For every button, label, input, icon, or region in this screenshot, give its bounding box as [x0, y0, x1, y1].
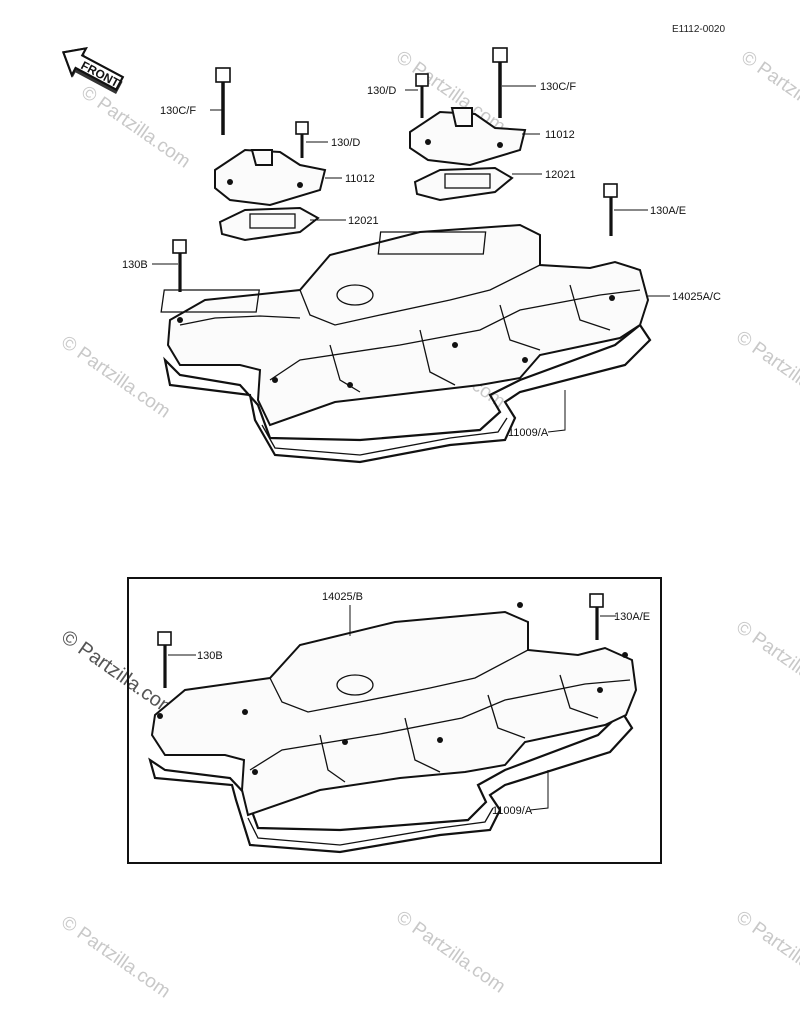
watermark: © Partzilla.com — [732, 907, 800, 998]
label-14025ac: 14025A/C — [672, 291, 721, 303]
label-130ae: 130A/E — [614, 611, 650, 623]
label-130ae: 130A/E — [650, 205, 686, 217]
label-130d: 130/D — [367, 85, 396, 97]
watermark: © Partzilla.com — [737, 47, 800, 138]
bolt-130b-bottom — [157, 631, 172, 688]
seal-gasket-right — [413, 166, 514, 202]
label-130b: 130B — [122, 259, 148, 271]
gasket-bottom — [148, 710, 634, 854]
label-11009a: 11009/A — [492, 805, 533, 817]
bolt-130b-top — [172, 239, 187, 292]
watermark: © Partzilla.com — [732, 327, 800, 418]
watermark: © Partzilla.com — [57, 332, 174, 423]
variant-box — [127, 577, 662, 864]
bolt-130cf-right — [492, 47, 508, 118]
bolt-130d-right — [415, 73, 429, 118]
watermark: © Partzilla.com — [77, 82, 194, 173]
label-11012: 11012 — [345, 173, 375, 185]
label-130cf: 130C/F — [160, 105, 196, 117]
breather-cover-left — [214, 148, 327, 207]
label-12021: 12021 — [348, 215, 379, 227]
top-assembly: 130C/F 130/D 11012 12021 130B 130/D 130C… — [122, 47, 721, 464]
watermark: © Partzilla.com — [392, 907, 509, 998]
bottom-assembly: 130B 130A/E 14025/B 11009/A — [148, 591, 650, 854]
seal-gasket-left — [218, 206, 320, 242]
head-cover-bottom — [150, 610, 638, 817]
bolt-130ae-top — [603, 183, 618, 236]
label-130d: 130/D — [331, 137, 360, 149]
bolt-130d-left — [295, 121, 309, 158]
bolt-130ae-bottom — [589, 593, 604, 640]
watermark: © Partzilla.com — [57, 912, 174, 1003]
label-11009a: 11009/A — [508, 427, 549, 439]
label-11012: 11012 — [545, 129, 575, 141]
label-130cf: 130C/F — [540, 81, 576, 93]
label-130b: 130B — [197, 650, 223, 662]
head-cover-top — [166, 223, 650, 427]
front-arrow-icon: FRONT — [61, 46, 125, 94]
label-14025b: 14025/B — [322, 591, 363, 603]
bolt-130cf-left — [215, 67, 231, 135]
label-12021: 12021 — [545, 169, 576, 181]
breather-cover-right — [409, 107, 527, 167]
watermark: © Partzilla.com — [732, 617, 800, 708]
diagram-code: E1112-0020 — [672, 24, 725, 35]
